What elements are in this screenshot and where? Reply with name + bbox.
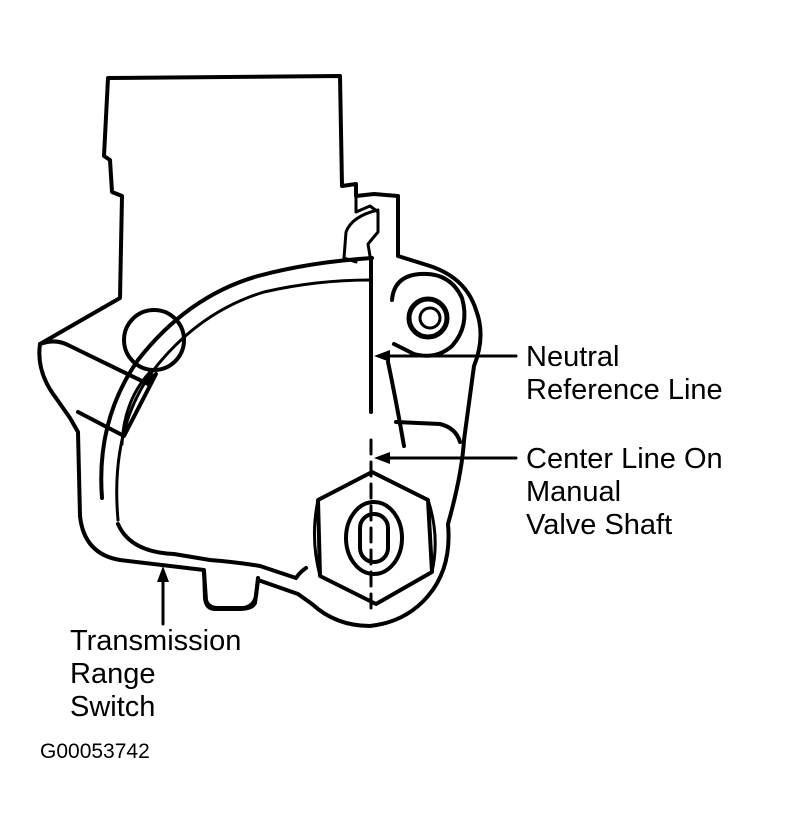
label-center-line-3: Valve Shaft [526, 509, 673, 541]
switch-inner-rim [99, 256, 374, 500]
figure-id: G00053742 [40, 740, 150, 763]
label-trs-line-2: Range [70, 658, 156, 690]
switch-housing-outline [37, 74, 483, 628]
hex-nut-edges [312, 498, 437, 578]
left-pivot-boss [122, 308, 186, 372]
housing-top-notch [354, 194, 380, 258]
label-transmission-range-switch: Transmission Range Switch [70, 625, 241, 724]
switch-face-arc [116, 522, 308, 580]
label-neutral-line-2: Reference Line [526, 374, 723, 406]
label-trs-line-1: Transmission [70, 625, 242, 657]
right-side-step [394, 420, 462, 444]
valve-shaft-slot [358, 512, 390, 564]
housing-top-tab [342, 208, 380, 264]
left-mounting-tab [38, 339, 158, 438]
switch-inner-rim-edge [115, 278, 372, 522]
upper-right-ear [390, 271, 467, 358]
label-trs-line-3: Switch [70, 691, 156, 723]
valve-shaft-outer [344, 500, 404, 576]
label-center-line: Center Line On Manual Valve Shaft [526, 443, 723, 542]
hex-nut [316, 470, 434, 606]
bolt-hole-inner [418, 306, 442, 330]
label-center-line-1: Center Line On [526, 443, 723, 475]
lower-tab [202, 570, 260, 610]
label-neutral-reference-line: Neutral Reference Line [526, 341, 723, 407]
leader-transmission-range-switch [157, 566, 169, 626]
leader-center-line [374, 452, 518, 464]
label-neutral-line-1: Neutral [526, 341, 620, 373]
bolt-hole-outer [406, 296, 450, 340]
leader-neutral [374, 350, 518, 362]
label-center-line-2: Manual [526, 476, 622, 508]
right-side-slope [386, 360, 406, 448]
